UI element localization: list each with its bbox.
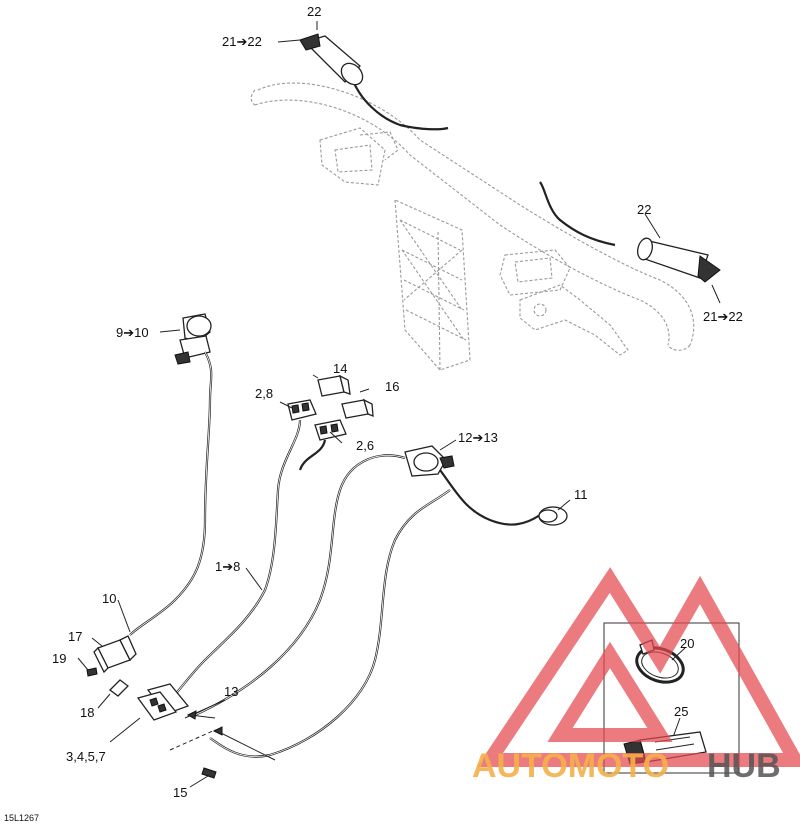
heated-grip-top[interactable] — [299, 33, 449, 131]
label-13: 13 — [224, 684, 238, 699]
label-21-22-right: 21➔22 — [703, 309, 743, 324]
label-15: 15 — [173, 785, 187, 800]
label-10: 10 — [102, 591, 116, 606]
watermark-logo: AUTOMOTO HUB — [472, 567, 800, 785]
connector-16[interactable] — [341, 398, 374, 419]
switch-9-10[interactable] — [174, 313, 212, 365]
reference-code: 15L1267 — [4, 813, 39, 823]
label-2-6: 2,6 — [356, 438, 374, 453]
watermark-text-right: HUB — [707, 747, 781, 785]
label-20: 20 — [680, 636, 694, 651]
label-25: 25 — [674, 704, 688, 719]
label-14: 14 — [333, 361, 347, 376]
pin-15[interactable] — [201, 767, 217, 779]
plug-11[interactable] — [538, 506, 568, 526]
leaders — [77, 21, 721, 788]
connector-2-6[interactable] — [314, 419, 347, 441]
wire-11 — [209, 469, 541, 758]
label-3-4-5-7: 3,4,5,7 — [66, 749, 106, 764]
label-19: 19 — [52, 651, 66, 666]
terminal-19[interactable] — [86, 667, 98, 677]
seal-18[interactable] — [109, 679, 129, 697]
connector-14[interactable] — [317, 374, 351, 397]
connector-17[interactable] — [93, 635, 137, 674]
label-12-13: 12➔13 — [458, 430, 498, 445]
label-18: 18 — [80, 705, 94, 720]
label-22-top: 22 — [307, 4, 321, 19]
label-11: 11 — [574, 487, 588, 502]
label-21-22-top: 21➔22 — [222, 34, 262, 49]
label-9-10: 9➔10 — [116, 325, 149, 340]
part-labels: 22 21➔22 22 21➔22 9➔10 14 16 2,8 2,6 12➔… — [4, 4, 743, 823]
connector-2-8[interactable] — [287, 399, 317, 421]
wire-12-13 — [194, 454, 406, 717]
switch-12-13[interactable] — [404, 445, 455, 477]
label-2-8: 2,8 — [255, 386, 273, 401]
label-1-8: 1➔8 — [215, 559, 240, 574]
wire-switch-10 — [129, 351, 213, 636]
label-17: 17 — [68, 629, 82, 644]
label-16: 16 — [385, 379, 399, 394]
heated-grip-right[interactable] — [539, 181, 721, 283]
handlebar-background — [250, 82, 695, 371]
module-3457[interactable] — [136, 683, 190, 721]
label-22-right: 22 — [637, 202, 651, 217]
watermark-text-left: AUTOMOTO — [472, 747, 669, 785]
